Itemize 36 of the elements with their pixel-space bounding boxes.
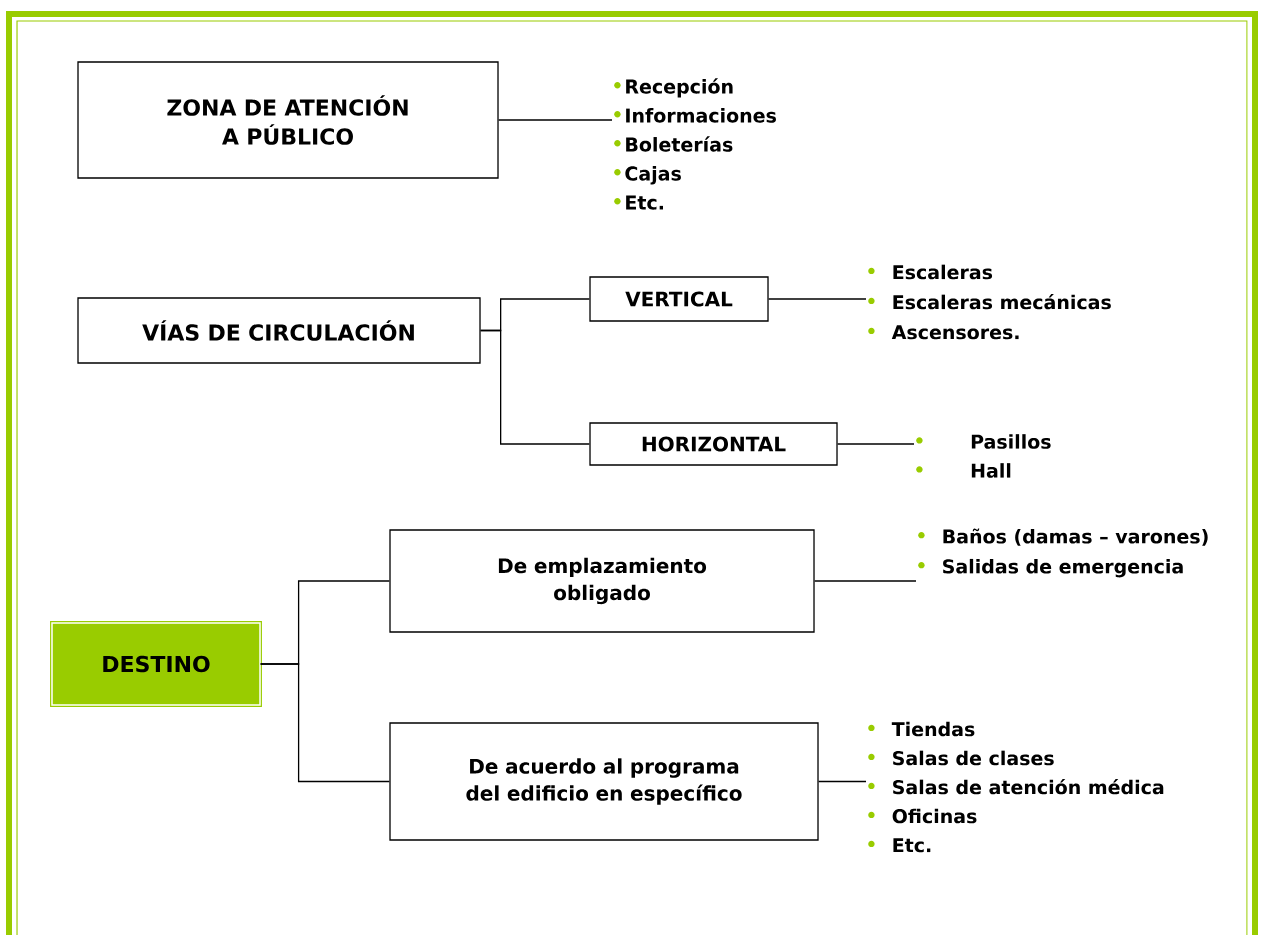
node-label: Baños (damas – varones): [943, 528, 1208, 546]
connector-line: [498, 119, 613, 121]
node-label: Oficinas: [892, 808, 977, 824]
highlight-box: DESTINO: [50, 621, 262, 707]
node-label: Recepción: [626, 78, 733, 98]
node-label: Etc.: [893, 838, 931, 853]
node-label: Boleterías: [626, 136, 733, 152]
process-box: VÍAS DE CIRCULACIÓN: [77, 297, 481, 364]
connector-line: [259, 663, 390, 783]
node-label: Salidas de emergencia: [943, 558, 1183, 578]
node-label: Escaleras mecánicas: [893, 293, 1111, 310]
node-label: Cajas: [625, 166, 681, 185]
node-label: Escaleras: [893, 264, 993, 280]
connector-line: [768, 298, 867, 300]
connector-line: [818, 780, 867, 783]
process-box: ZONA DE ATENCIÓN A PÚBLICO: [77, 61, 499, 179]
process-box: VERTICAL: [589, 276, 769, 322]
node-label: Salas de clases: [893, 750, 1054, 766]
connector-line: [814, 580, 917, 582]
process-box: HORIZONTAL: [589, 422, 838, 466]
node-label: Ascensores.: [891, 325, 1019, 340]
node-label: Tiendas: [891, 721, 975, 737]
bullet-list: Baños (damas – varones) Salidas de emergencia: [918, 528, 1208, 578]
bullet-list: Tiendas Salas de clases Salas de atención médica Oficinas Etc.: [868, 721, 1164, 853]
connector-line: [480, 329, 590, 445]
node-label: Etc.: [626, 195, 663, 210]
process-box: De acuerdo al programa del edificio en específico: [389, 722, 819, 841]
node-label: Pasillos: [971, 434, 1051, 449]
node-label: Hall: [971, 463, 1011, 478]
process-box: De emplazamiento obligado: [389, 529, 815, 633]
bullet-list: Recepción Informaciones Boleterías Cajas Etc.: [614, 78, 776, 210]
bullet-list: Escaleras Escaleras mecánicas Ascensores.: [868, 264, 1111, 340]
connector-line: [837, 443, 915, 445]
bullet-list: Pasillos Hall: [916, 434, 1051, 478]
node-label: Informaciones: [626, 108, 776, 123]
node-label: Salas de atención médica: [893, 778, 1164, 795]
